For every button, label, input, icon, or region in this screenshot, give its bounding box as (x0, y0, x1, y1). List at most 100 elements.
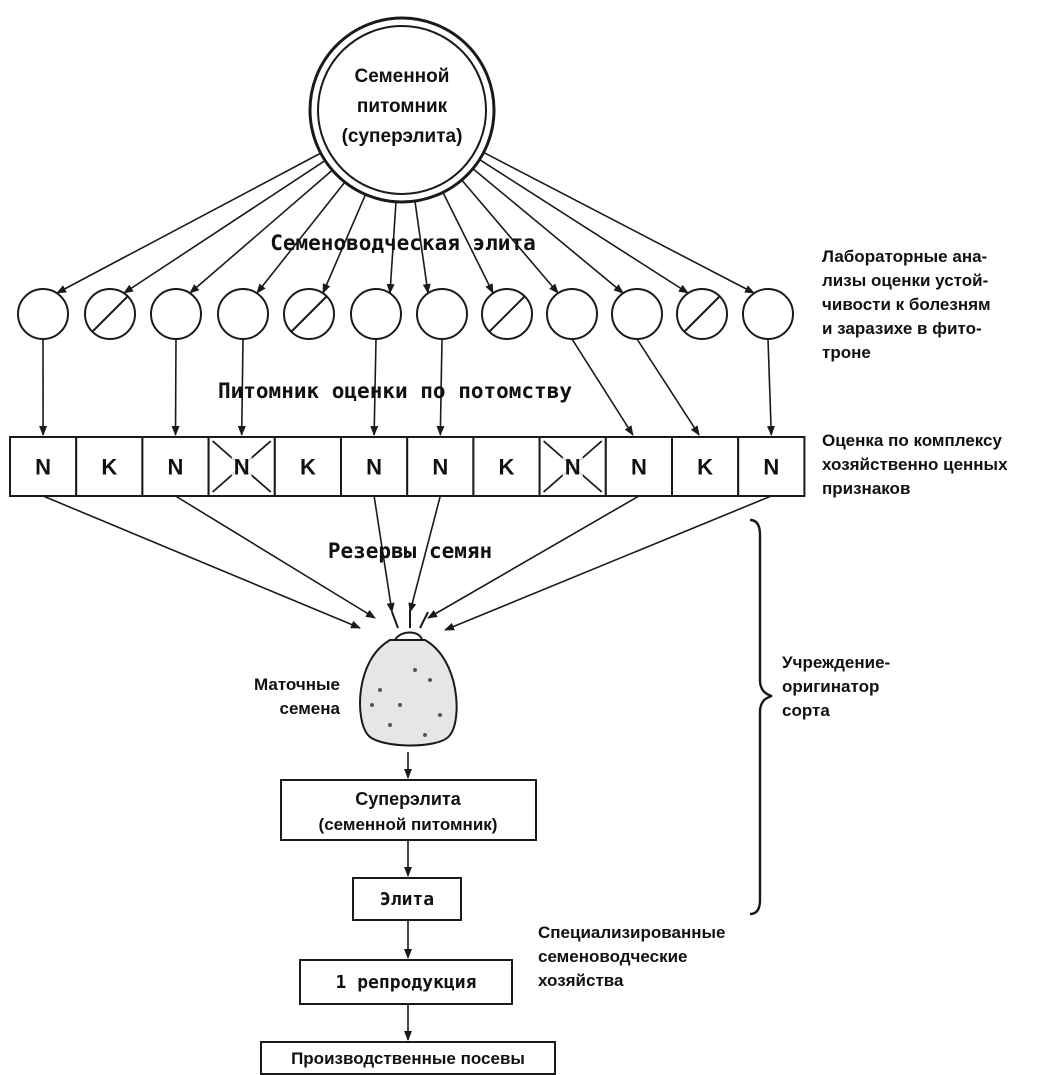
complex-note-line2: хозяйственно ценных (822, 455, 1008, 474)
fan-arrow (483, 151, 755, 294)
elite-label: Семеноводческая элита (270, 231, 536, 255)
plant-circle (676, 288, 728, 340)
reserve-arrow (42, 495, 361, 629)
selection-arrow (370, 338, 379, 436)
progeny-cell: N (9, 436, 78, 497)
progeny-cell-letter: N (565, 455, 581, 480)
selection-arrow (171, 338, 180, 436)
plant-circle (742, 288, 794, 340)
progeny-cell: K (671, 436, 740, 497)
progeny-cell-letter: K (499, 455, 515, 480)
nursery-title-line3: (суперэлита) (342, 126, 463, 147)
progeny-cell-letter: N (35, 455, 51, 480)
originator-note: Учреждение- оригинатор сорта (782, 653, 890, 720)
lab-note-line3: чивости к болезням (822, 295, 991, 314)
fan-arrow (442, 192, 494, 294)
superelite-label: Суперэлита (355, 789, 461, 809)
reserve-arrow (427, 495, 640, 619)
farms-note-line2: семеноводческие (538, 947, 688, 966)
plant-circle (17, 288, 69, 340)
complex-note-line1: Оценка по комплексу (822, 431, 1003, 450)
fan-arrow (414, 200, 431, 294)
plant-circle (611, 288, 663, 340)
complex-note-line3: признаков (822, 479, 910, 498)
reproduction-box (299, 959, 513, 1005)
fan-arrows (56, 151, 755, 294)
progeny-cell-letter: N (366, 455, 382, 480)
elite-box (352, 877, 462, 921)
plant-circle (283, 288, 335, 340)
seed-reserves-label: Резервы семян (328, 539, 492, 563)
mother-seeds-line2: семена (280, 699, 341, 718)
plant-circle (546, 288, 598, 340)
progeny-cell-letter: K (300, 455, 316, 480)
elite-stage-label: Элита (380, 889, 434, 910)
reserve-arrows (42, 495, 772, 631)
selection-arrow (636, 338, 700, 436)
originator-note-line3: сорта (782, 701, 830, 720)
fan-arrow (472, 168, 624, 294)
progeny-cell: K (273, 436, 342, 497)
originator-brace (749, 518, 773, 916)
lab-note-line1: Лабораторные ана- (822, 247, 987, 266)
specialized-farms-note: Специализированные семеноводческие хозяй… (538, 923, 725, 990)
fan-arrow (256, 181, 346, 294)
progeny-cell: N (406, 436, 475, 497)
selection-arrow (237, 338, 246, 436)
progeny-cell-letter: N (763, 455, 779, 480)
rejected-slash (488, 295, 526, 333)
lab-note-line5: троне (822, 343, 871, 362)
farms-note-line1: Специализированные (538, 923, 725, 942)
reserve-arrow (408, 495, 442, 613)
production-box (260, 1041, 556, 1075)
progeny-cell-letter: K (101, 455, 117, 480)
progeny-cell: N (340, 436, 409, 497)
fan-arrow (322, 194, 367, 294)
progeny-cell: N (538, 436, 607, 497)
nursery-title-line1: Семенной (355, 66, 450, 87)
fan-arrow (479, 158, 689, 294)
reserve-arrow (373, 495, 395, 613)
reserve-arrow (175, 495, 376, 619)
progeny-cell-letter: N (234, 455, 250, 480)
seed-bag-icon (359, 610, 458, 747)
complex-evaluation-note: Оценка по комплексу хозяйственно ценных … (822, 431, 1008, 498)
selection-arrow (436, 338, 445, 436)
progeny-cell: N (737, 436, 806, 497)
fan-arrow (189, 169, 333, 294)
plant-circles-row (17, 288, 794, 340)
selection-arrow (571, 338, 634, 436)
plant-circle (481, 288, 533, 340)
plant-circle (416, 288, 468, 340)
originator-note-line1: Учреждение- (782, 653, 890, 672)
reserve-arrow (444, 495, 772, 631)
plant-circle (150, 288, 202, 340)
farms-note-line3: хозяйства (538, 971, 624, 990)
selection-arrows (39, 338, 775, 436)
originator-note-line2: оригинатор (782, 677, 879, 696)
progeny-cell: N (207, 436, 276, 497)
plant-circle (217, 288, 269, 340)
progeny-cell: N (604, 436, 673, 497)
mother-seeds-line1: Маточные (254, 675, 340, 694)
seed-nursery-circle: Семенной питомник (суперэлита) (308, 16, 496, 204)
lab-analysis-note: Лабораторные ана- лизы оценки устой- чив… (822, 247, 991, 362)
reproduction-label: 1 репродукция (336, 972, 477, 993)
progeny-nursery-label: Питомник оценки по потомству (218, 379, 572, 403)
progeny-cell-letter: N (631, 455, 647, 480)
production-label: Производственные посевы (291, 1049, 525, 1068)
fan-arrow (56, 152, 322, 294)
selection-arrow (766, 338, 775, 436)
progeny-cell-letter: N (432, 455, 448, 480)
superelite-sub-label: (семенной питомник) (319, 815, 498, 834)
superelite-box (280, 779, 537, 841)
fan-arrow (123, 159, 326, 294)
rejected-slash (683, 295, 721, 333)
lab-note-line4: и заразихе в фито- (822, 319, 982, 338)
progeny-cell-letter: N (168, 455, 184, 480)
plant-circle (350, 288, 402, 340)
nursery-title-line2: питомник (357, 96, 448, 117)
progeny-cell: K (75, 436, 144, 497)
